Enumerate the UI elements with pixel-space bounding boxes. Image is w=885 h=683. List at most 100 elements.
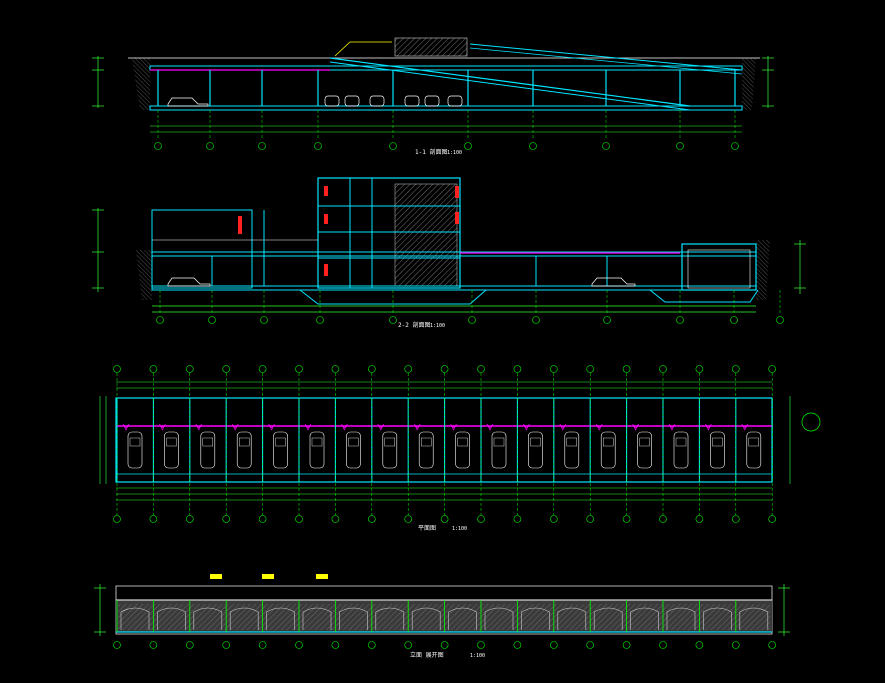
light-symbol-icon: [450, 423, 457, 431]
plan-grid-bubble-bottom: [113, 515, 121, 523]
plan-grid-bubble-bottom: [586, 515, 595, 523]
car-windshield-icon: [384, 437, 395, 447]
car-icon: [382, 431, 398, 469]
car-windshield-icon: [639, 437, 650, 447]
elevation-grid-bubble: [149, 641, 158, 649]
section-2-grid-bubble: [208, 316, 216, 324]
section-1-grid-bubble: [154, 142, 162, 150]
light-symbol-icon: [413, 423, 421, 431]
car-windshield-icon: [457, 437, 468, 447]
plan-grid-bubble-top: [331, 365, 340, 373]
elevation-grid-bubble: [659, 641, 667, 649]
elevation-grid-bubble: [331, 641, 340, 649]
plan-grid-bubble-top: [586, 365, 595, 373]
elevation-grid-bubble: [731, 641, 740, 649]
arch-opening: [593, 607, 623, 630]
car-icon: [673, 431, 689, 469]
plan-grid-bubble-bottom: [695, 515, 704, 523]
elevation-grid-bubble: [513, 641, 522, 649]
section-2-grid-bubble: [316, 316, 324, 324]
arch-opening: [375, 607, 405, 630]
section-1-grid-bubble: [731, 142, 739, 150]
car-icon: [236, 431, 252, 469]
plan-grid-bubble-bottom: [258, 515, 267, 523]
section-2-grid-bubble: [730, 316, 738, 324]
elevation-grid-bubble: [477, 641, 485, 649]
elevation-grid-bubble: [622, 641, 631, 649]
elevation-grid-bubble: [258, 641, 267, 649]
car-icon: [164, 431, 179, 469]
car-windshield-icon: [238, 437, 250, 447]
car-windshield-icon: [566, 437, 577, 447]
section-1-grid-bubble: [258, 142, 266, 150]
elevation-grid-bubble: [768, 641, 777, 649]
light-symbol-icon: [122, 423, 130, 431]
arch-opening: [739, 607, 769, 630]
elevation-grid-bubble: [222, 641, 230, 649]
elevation-grid-bubble: [113, 641, 121, 649]
arch-opening: [266, 607, 295, 630]
car-icon: [600, 431, 616, 469]
car-windshield-icon: [748, 437, 759, 447]
light-symbol-icon: [231, 423, 239, 431]
elevation-grid-bubble: [549, 641, 558, 649]
light-symbol-icon: [741, 423, 749, 431]
plan-grid-bubble-top: [367, 365, 376, 373]
car-icon: [200, 431, 216, 469]
arch-opening: [193, 607, 223, 630]
section-1-grid-bubble: [602, 142, 610, 150]
elevation-grid-bubble: [440, 641, 449, 649]
arch-opening: [302, 607, 332, 630]
plan-grid-bubble-top: [513, 365, 522, 373]
car-windshield-icon: [129, 437, 141, 447]
car-icon: [710, 431, 725, 469]
arch-opening: [557, 607, 587, 630]
plan-grid-bubble-bottom: [295, 515, 303, 523]
light-symbol-icon: [632, 423, 639, 431]
plan-grid-bubble-top: [186, 365, 194, 373]
section-2-grid-bubble: [532, 316, 540, 324]
arch-opening: [448, 607, 477, 630]
arch-opening: [411, 607, 441, 630]
plan-title: 平面图: [418, 525, 436, 532]
plan-scale: 1:100: [452, 526, 467, 532]
car-windshield-icon: [202, 437, 214, 447]
plan-grid-bubble-bottom: [331, 515, 340, 523]
section-2-grid-bubble: [676, 316, 684, 324]
plan-grid-bubble-top: [731, 365, 740, 373]
car-windshield-icon: [493, 437, 505, 447]
section-2-grid-bubble: [603, 316, 611, 324]
section-2-grid-bubble: [776, 316, 784, 324]
section-1-grid-bubble: [464, 142, 472, 150]
plan-grid-bubble-top: [149, 365, 158, 373]
arch-opening: [666, 607, 696, 630]
light-symbol-icon: [486, 423, 494, 431]
car-icon: [346, 431, 361, 469]
elevation-grid-bubble: [367, 641, 376, 649]
light-symbol-icon: [377, 423, 385, 431]
plan-grid-bubble-bottom: [513, 515, 522, 523]
elevation-grid-bubble: [186, 641, 194, 649]
plan-grid-bubble-bottom: [622, 515, 631, 523]
car-icon: [455, 431, 470, 469]
plan-grid-bubble-bottom: [659, 515, 667, 523]
section-1-grid-bubble: [676, 142, 684, 150]
section-1-grid-bubble: [529, 142, 537, 150]
plan-grid-bubble-bottom: [149, 515, 158, 523]
plan-grid-bubble-bottom: [549, 515, 558, 523]
plan-view: 平面图 1:100: [99, 365, 821, 532]
light-symbol-icon: [304, 423, 312, 431]
arch-opening: [339, 607, 368, 630]
light-symbol-icon: [341, 423, 348, 431]
arch-opening: [521, 607, 550, 630]
light-symbol-icon: [559, 423, 567, 431]
plan-grid-bubble-bottom: [768, 515, 777, 523]
plan-grid-bubble-top: [768, 365, 777, 373]
car-icon: [127, 431, 143, 469]
light-symbol-icon: [705, 423, 712, 431]
car-icon: [564, 431, 580, 469]
light-symbol-icon: [668, 423, 676, 431]
plan-grid-bubble-top: [659, 365, 667, 373]
section-1-grid-bubble: [314, 142, 322, 150]
